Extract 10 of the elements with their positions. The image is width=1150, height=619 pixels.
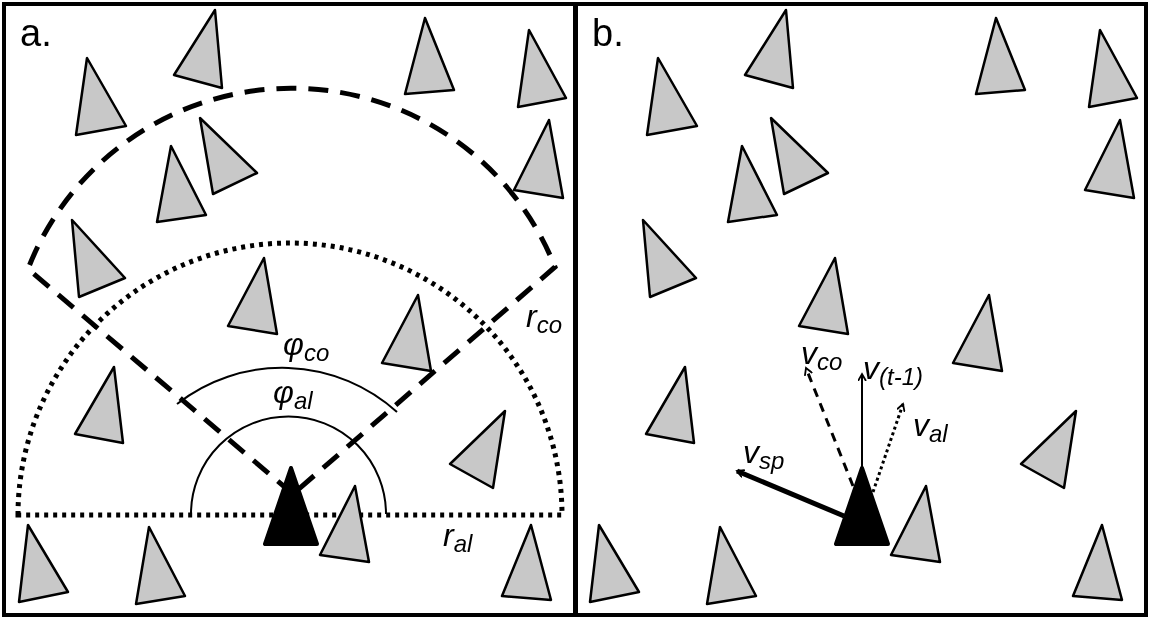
math-label: v$_{al}$ bbox=[913, 409, 948, 446]
math-label: r$_{co}$ bbox=[526, 300, 562, 337]
panel-label: a. bbox=[20, 14, 52, 52]
math-label: v$_{sp}$ bbox=[743, 436, 785, 473]
math-label: φ$_{co}$ bbox=[283, 328, 330, 365]
math-label: r$_{al}$ bbox=[443, 519, 473, 556]
panel-label: b. bbox=[592, 14, 624, 52]
math-label: φ$_{al}$ bbox=[273, 376, 313, 413]
math-label: v$_{(t-1)}$ bbox=[863, 352, 923, 389]
math-label: v$_{co}$ bbox=[801, 337, 843, 374]
